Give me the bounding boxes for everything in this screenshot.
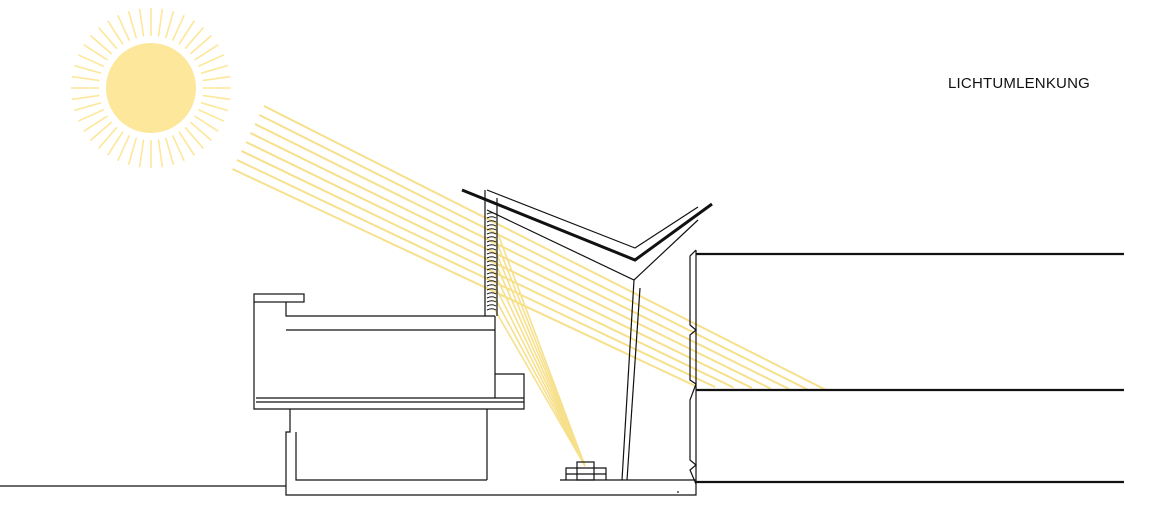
right-building-facade xyxy=(689,249,697,485)
slanted-glass-wall xyxy=(621,279,641,481)
louver-slat xyxy=(486,228,497,231)
louver-slat xyxy=(486,304,497,307)
louver-slat xyxy=(486,284,497,287)
louver-slat xyxy=(486,232,497,235)
sun-rays xyxy=(71,8,231,168)
sun-ray xyxy=(164,137,175,166)
sun-ray xyxy=(97,126,118,150)
sun-ray xyxy=(89,121,113,142)
louver-slat xyxy=(486,308,497,311)
louver-slat xyxy=(486,280,497,283)
sun-ray xyxy=(178,131,195,156)
redirected-beam xyxy=(494,285,586,467)
sun-ray xyxy=(83,115,108,132)
sun-ray xyxy=(127,10,138,39)
sun-ray xyxy=(138,139,145,168)
sun-ray xyxy=(73,64,102,75)
sun-ray xyxy=(164,10,175,39)
right-building xyxy=(689,249,1124,486)
louver-slat xyxy=(486,300,497,303)
louver-slat xyxy=(486,292,497,295)
sun-ray xyxy=(189,34,213,55)
floor-fixture xyxy=(560,461,696,481)
sun-ray xyxy=(83,44,108,61)
louver-column xyxy=(484,190,498,316)
sun-ray xyxy=(71,94,100,101)
sun-ray xyxy=(200,64,229,75)
sun-ray xyxy=(107,131,124,156)
louver-slat xyxy=(486,244,497,247)
louver-slat xyxy=(486,256,497,259)
louver-slat xyxy=(486,216,497,219)
louver-slat xyxy=(486,272,497,275)
sun-ray xyxy=(171,134,185,162)
sun-icon xyxy=(71,8,231,168)
sun-ray xyxy=(89,34,113,55)
light-beam xyxy=(245,141,753,389)
light-beam xyxy=(259,114,808,391)
sun-ray xyxy=(197,54,225,68)
sun-ray xyxy=(77,108,105,122)
sun-ray xyxy=(127,137,138,166)
sun-ray xyxy=(189,121,213,142)
sun-ray xyxy=(194,44,219,61)
upper-floor-outline xyxy=(253,302,525,410)
sun-ray xyxy=(97,26,118,50)
sun-ray xyxy=(202,94,231,101)
louver-slat xyxy=(486,248,497,251)
louver-slat xyxy=(486,264,497,267)
incoming-light-beams xyxy=(232,105,827,391)
louver-slat xyxy=(486,296,497,299)
lower-floor-outline xyxy=(285,409,697,496)
louver-slat xyxy=(486,288,497,291)
redirected-light-fan xyxy=(494,225,586,467)
redirected-beam xyxy=(494,297,586,467)
louver-slat xyxy=(486,260,497,263)
louver-slat xyxy=(486,268,497,271)
light-redirection-louvers xyxy=(486,212,497,311)
light-beam xyxy=(263,105,827,391)
sun-ray xyxy=(202,75,231,82)
sun-disc xyxy=(106,43,196,133)
sun-ray xyxy=(197,108,225,122)
light-beam xyxy=(232,168,697,388)
sun-ray xyxy=(178,20,195,45)
sun-ray xyxy=(138,8,145,37)
sun-ray xyxy=(73,101,102,112)
redirected-beam xyxy=(494,273,586,467)
sun-ray xyxy=(184,126,205,150)
louver-slat xyxy=(486,276,497,279)
roof-parapet xyxy=(253,293,305,303)
louver-slat xyxy=(486,236,497,239)
redirected-beam xyxy=(494,249,586,467)
redirected-beam xyxy=(494,261,586,467)
roof-main-line xyxy=(461,188,713,262)
light-beam xyxy=(254,123,790,390)
sun-ray xyxy=(117,134,131,162)
louver-slat xyxy=(486,252,497,255)
sun-ray xyxy=(117,14,131,42)
louver-slat xyxy=(486,220,497,223)
left-building xyxy=(253,293,697,496)
sun-ray xyxy=(157,139,164,168)
sun-ray xyxy=(200,101,229,112)
sun-ray xyxy=(184,26,205,50)
sun-ray xyxy=(71,75,100,82)
redirected-beam xyxy=(494,309,586,467)
louver-slat xyxy=(486,224,497,227)
sun-ray xyxy=(194,115,219,132)
light-beam xyxy=(250,132,771,390)
sun-ray xyxy=(77,54,105,68)
sun-ray xyxy=(107,20,124,45)
louver-slat xyxy=(486,240,497,243)
sun-ray xyxy=(157,8,164,37)
diagram-title: LICHTUMLENKUNG xyxy=(948,75,1090,92)
sun-ray xyxy=(171,14,185,42)
dot-mark xyxy=(677,491,679,493)
